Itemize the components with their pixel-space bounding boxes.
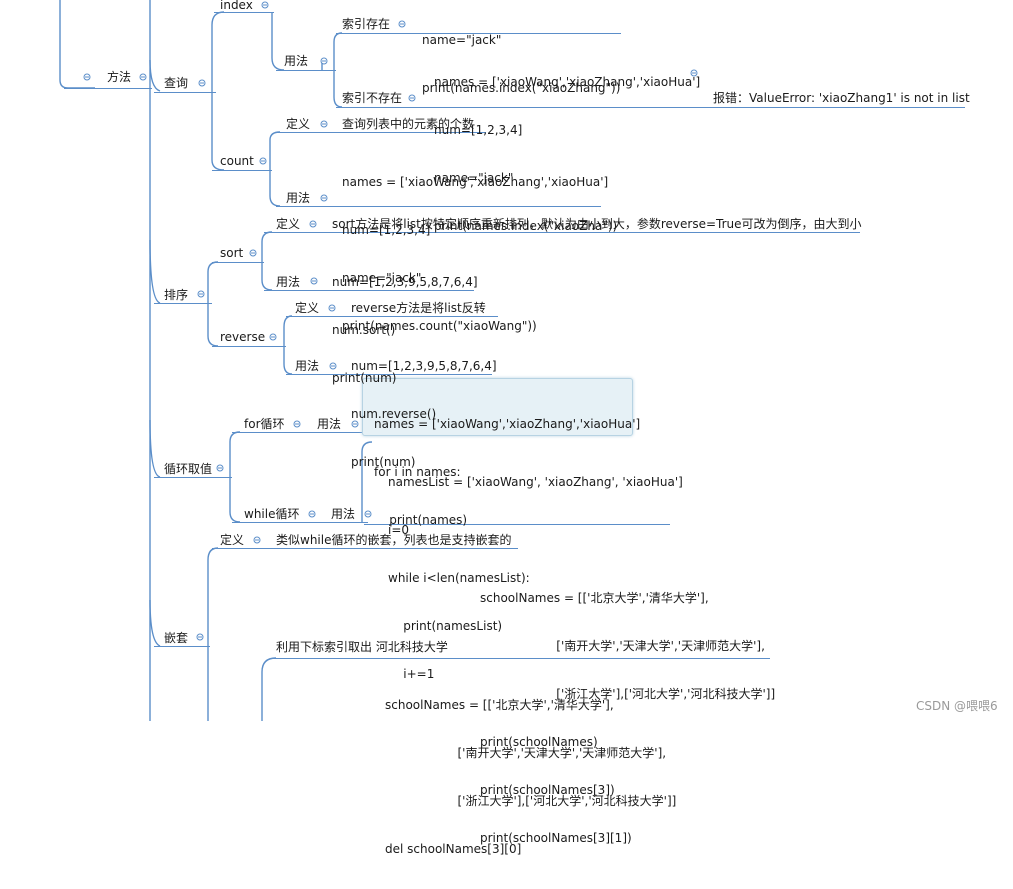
count-code: names = ['xiaoWang','xiaoZhang','xiaoHua… (342, 175, 609, 333)
edge-query-count (211, 91, 225, 171)
collapse-icon[interactable] (320, 194, 328, 202)
count-def-text[interactable]: 查询列表中的元素的个数 (342, 117, 475, 131)
edge-nest-branches (361, 441, 373, 522)
reverse-def-node[interactable]: 定义 (295, 301, 320, 315)
while-node[interactable]: while循环 (244, 507, 300, 521)
collapse-toggles (83, 1, 698, 641)
collapse-icon[interactable] (398, 20, 406, 28)
nest-node[interactable]: 嵌套 (164, 631, 189, 645)
collapse-icon[interactable] (309, 220, 317, 228)
collapse-icon[interactable] (320, 120, 328, 128)
for-node[interactable]: for循环 (244, 417, 285, 431)
line-sort-group (154, 303, 212, 304)
collapse-icon[interactable] (308, 510, 316, 518)
collapse-icon[interactable] (83, 73, 91, 81)
line-notexists (336, 107, 706, 108)
line-count-def (276, 132, 486, 133)
sort-def-node[interactable]: 定义 (276, 217, 301, 231)
collapse-icon[interactable] (293, 420, 301, 428)
edge-loop (149, 419, 161, 478)
collapse-icon[interactable] (269, 333, 277, 341)
nest-index-node[interactable]: 利用下标索引取出 河北科技大学 (276, 640, 448, 654)
collapse-icon[interactable] (328, 304, 336, 312)
nest-def-text[interactable]: 类似while循环的嵌套，列表也是支持嵌套的 (276, 533, 512, 547)
collapse-icon[interactable] (408, 94, 416, 102)
index-notexists-code: names = ['xiaoWang','xiaoZhang','xiaoHua… (434, 75, 701, 233)
line-reverse-usage (286, 374, 492, 375)
collapse-icon[interactable] (364, 510, 372, 518)
collapse-icon[interactable] (261, 1, 269, 9)
line-exists (336, 33, 621, 34)
collapse-icon[interactable] (310, 277, 318, 285)
edge-index-usage (271, 12, 285, 71)
index-usage-node[interactable]: 用法 (284, 54, 309, 68)
for-code[interactable]: names = ['xiaoWang','xiaoZhang','xiaoHua… (374, 417, 641, 527)
nest-def-node[interactable]: 定义 (220, 533, 245, 547)
count-usage-node[interactable]: 用法 (286, 191, 311, 205)
sort-group-node[interactable]: 排序 (164, 288, 189, 302)
collapse-icon[interactable] (320, 57, 328, 65)
sort-code: num=[1,2,3,9,5,8,7,6,4] num.sort() print… (332, 275, 478, 385)
root-edge (59, 0, 95, 89)
count-def-node[interactable]: 定义 (286, 117, 311, 131)
edge-sort-group (149, 239, 161, 304)
watermark: CSDN @喂喂6 (916, 699, 998, 713)
collapse-icon[interactable] (253, 536, 261, 544)
line-nest (154, 646, 210, 647)
reverse-def-text[interactable]: reverse方法是将list反转 (351, 301, 486, 315)
line-while (232, 522, 368, 523)
line-for (232, 432, 364, 433)
nest-del-code: schoolNames = [['北京大学','清华大学'], ['南开大学',… (385, 698, 677, 856)
collapse-icon[interactable] (216, 464, 224, 472)
line-sort (212, 262, 264, 263)
collapse-icon[interactable] (329, 362, 337, 370)
edge-nest (149, 599, 161, 647)
line-nest-def (212, 548, 518, 549)
line-reverse-def (286, 316, 498, 317)
collapse-icon[interactable] (198, 79, 206, 87)
line-reverse (212, 346, 286, 347)
line-sort-usage (264, 290, 474, 291)
query-node[interactable]: 查询 (164, 76, 189, 90)
loop-node[interactable]: 循环取值 (164, 462, 213, 476)
index-node[interactable]: index (220, 0, 253, 12)
edge-index (149, 59, 161, 92)
line-nest-index (270, 658, 770, 659)
reverse-code: num=[1,2,3,9,5,8,7,6,4] num.reverse() pr… (351, 359, 497, 469)
line-count-usage (276, 206, 601, 207)
line-while-code (364, 524, 670, 525)
index-exists-code: name="jack" print(names.index("xiaoZhang… (422, 33, 621, 95)
sort-def-text[interactable]: sort方法是将list按特定顺序重新排列，默认为由小到大，参数reverse=… (332, 217, 862, 231)
collapse-icon[interactable] (197, 290, 205, 298)
line-count (212, 170, 272, 171)
collapse-icon[interactable] (249, 249, 257, 257)
line-loop (154, 477, 232, 478)
selected-node-box[interactable] (362, 378, 633, 436)
count-node[interactable]: count (220, 154, 254, 168)
line-error (705, 107, 965, 108)
for-usage-node[interactable]: 用法 (317, 417, 342, 431)
while-code: namesList = ['xiaoWang', 'xiaoZhang', 'x… (388, 475, 683, 681)
sort-node[interactable]: sort (220, 246, 244, 260)
mindmap-canvas: 方法 查询 index 用法 索引存在 name="jack" print(na… (59, 0, 998, 856)
collapse-icon[interactable] (139, 73, 147, 81)
line-root (64, 88, 152, 89)
collapse-icon[interactable] (351, 420, 359, 428)
sort-usage-node[interactable]: 用法 (276, 275, 301, 289)
collapse-icon[interactable] (259, 157, 267, 165)
line-sort-def (264, 232, 860, 233)
index-exists-node[interactable]: 索引存在 (342, 17, 391, 31)
reverse-usage-node[interactable]: 用法 (295, 359, 320, 373)
index-error-node[interactable]: 报错：ValueError: 'xiaoZhang1' is not in li… (713, 91, 970, 105)
collapse-icon[interactable] (196, 633, 204, 641)
reverse-node[interactable]: reverse (220, 330, 266, 344)
while-usage-node[interactable]: 用法 (331, 507, 356, 521)
index-notexists-node[interactable]: 索引不存在 (342, 91, 403, 105)
collapse-icon[interactable] (690, 69, 698, 77)
line-index (214, 12, 274, 13)
line-query (154, 92, 216, 93)
line-index-usage (276, 70, 336, 71)
root-node[interactable]: 方法 (107, 70, 132, 84)
